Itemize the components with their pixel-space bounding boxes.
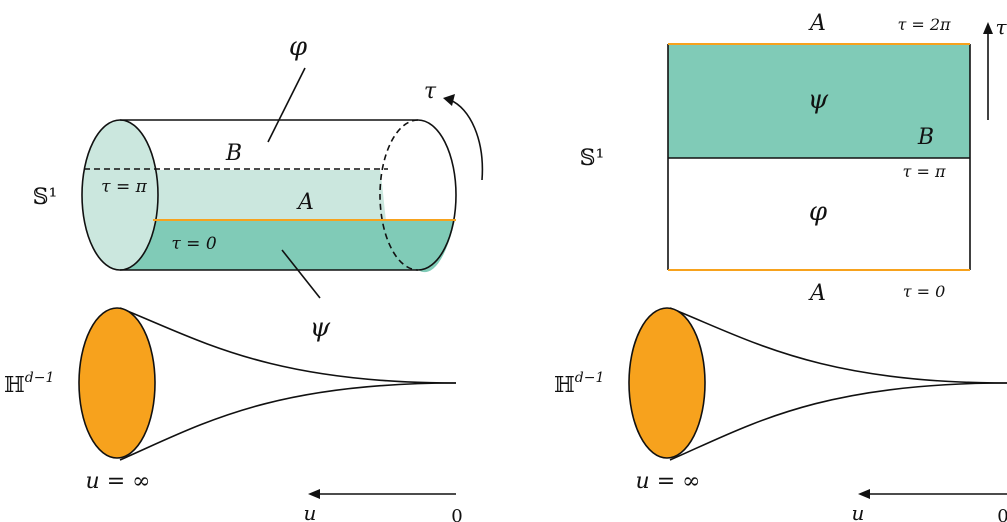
left-hyperbolic-cone — [78, 307, 457, 499]
right-cone-upper-curve — [669, 307, 1007, 384]
left-tau-zero-label: τ = 0 — [171, 234, 216, 254]
left-psi-label: ψ — [310, 313, 331, 343]
right-a-top-label: A — [808, 11, 826, 36]
right-a-bottom-label: A — [808, 281, 826, 306]
left-cone-lower-curve — [119, 382, 457, 461]
cylinder-right-front-arc — [417, 119, 457, 271]
left-phi-label: φ — [289, 32, 308, 62]
phi-pointer — [267, 67, 306, 143]
right-boundary-ellipse — [628, 307, 706, 459]
right-s1-label: 𝕊¹ — [580, 146, 605, 171]
right-u-label: u — [852, 501, 865, 522]
right-tau-pi-label: τ = π — [903, 162, 946, 181]
right-b-label: B — [917, 125, 934, 150]
right-h-label: ℍd−1 — [554, 370, 604, 398]
cylinder-right-back-arc — [379, 119, 419, 271]
psi-pointer — [281, 249, 321, 299]
left-cone-upper-curve — [119, 307, 457, 384]
right-phi-label: φ — [809, 197, 828, 227]
cylinder-a-region — [150, 170, 386, 220]
left-cylinder — [81, 67, 484, 299]
left-u-label: u — [304, 501, 317, 522]
right-tau-2pi-label: τ = 2π — [897, 15, 951, 34]
left-zero-label: 0 — [451, 506, 462, 522]
left-h-label: ℍd−1 — [4, 370, 54, 398]
tau-rotation-arrowhead — [443, 94, 455, 106]
left-a-label: A — [296, 190, 314, 215]
right-tau-arrowhead — [983, 22, 993, 34]
right-psi-label: ψ — [808, 85, 829, 115]
cylinder-psi-region — [120, 220, 455, 273]
right-tau-arrow-label: τ — [995, 15, 1007, 39]
right-hyperbolic-cone — [628, 307, 1007, 499]
left-s1-label: 𝕊¹ — [33, 185, 58, 210]
left-b-label: B — [225, 141, 242, 166]
left-u-arrowhead — [308, 489, 320, 499]
left-tau-pi-label: τ = π — [101, 177, 147, 197]
left-tau-label: τ — [424, 79, 437, 104]
left-u-inf-label: u = ∞ — [86, 469, 151, 494]
right-rectangle — [667, 22, 993, 271]
right-u-arrowhead — [858, 489, 870, 499]
right-u-inf-label: u = ∞ — [636, 469, 701, 494]
right-zero-label: 0 — [997, 506, 1007, 522]
tau-rotation-arrow — [449, 99, 484, 181]
right-psi-region — [668, 44, 970, 158]
left-boundary-ellipse — [78, 307, 156, 459]
right-cone-lower-curve — [669, 382, 1007, 461]
cylinder-left-cap — [82, 120, 158, 270]
right-tau-zero-label: τ = 0 — [903, 282, 946, 301]
right-phi-region — [668, 158, 970, 270]
